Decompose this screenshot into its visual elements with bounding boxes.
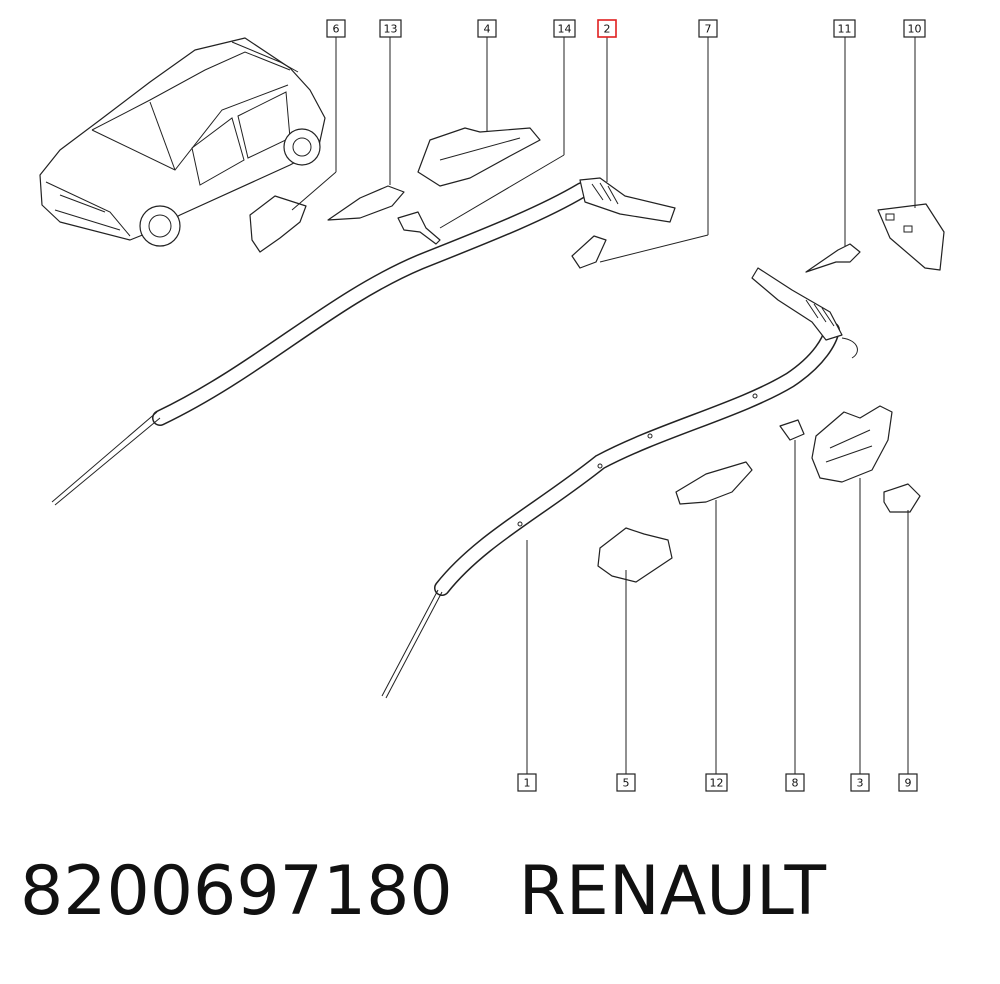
callout-6[interactable]: 6 xyxy=(326,19,346,38)
callout-9[interactable]: 9 xyxy=(898,773,918,792)
callout-1-label: 1 xyxy=(524,777,531,790)
callout-14-label: 14 xyxy=(558,23,572,36)
brand-name: RENAULT xyxy=(518,852,827,931)
callout-13[interactable]: 13 xyxy=(379,19,402,38)
callout-3-label: 3 xyxy=(857,777,864,790)
cable-upper xyxy=(51,177,676,506)
part-11 xyxy=(805,243,861,273)
part-14 xyxy=(397,211,441,245)
part-6 xyxy=(249,195,307,253)
callout-2-label: 2 xyxy=(604,23,611,36)
part-12 xyxy=(675,461,753,505)
callout-1[interactable]: 1 xyxy=(517,773,537,792)
callout-11-label: 11 xyxy=(838,23,852,36)
car-illustration xyxy=(39,37,326,247)
callout-4[interactable]: 4 xyxy=(477,19,497,38)
part-number: 8200697180 xyxy=(20,852,453,931)
callout-4-label: 4 xyxy=(484,23,491,36)
callout-9-label: 9 xyxy=(905,777,912,790)
callout-13-label: 13 xyxy=(384,23,398,36)
callout-7[interactable]: 7 xyxy=(698,19,718,38)
callout-10[interactable]: 10 xyxy=(903,19,926,38)
callout-7-label: 7 xyxy=(705,23,712,36)
part-13 xyxy=(327,185,405,221)
callout-14[interactable]: 14 xyxy=(553,19,576,38)
callout-5-label: 5 xyxy=(623,777,630,790)
callout-10-label: 10 xyxy=(908,23,922,36)
callout-3[interactable]: 3 xyxy=(850,773,870,792)
callout-11[interactable]: 11 xyxy=(833,19,856,38)
part-7 xyxy=(571,235,607,269)
callout-8-label: 8 xyxy=(792,777,799,790)
callout-5[interactable]: 5 xyxy=(616,773,636,792)
callout-8[interactable]: 8 xyxy=(785,773,805,792)
callout-12-label: 12 xyxy=(710,777,724,790)
callout-6-label: 6 xyxy=(333,23,340,36)
callout-2-highlighted[interactable]: 2 xyxy=(597,19,617,38)
part-4 xyxy=(417,127,541,187)
part-5 xyxy=(597,527,673,583)
part-9 xyxy=(883,483,921,513)
callout-12[interactable]: 12 xyxy=(705,773,728,792)
cable-lower xyxy=(381,267,858,699)
leader-lines xyxy=(291,37,916,774)
part-8 xyxy=(779,419,805,441)
part-3 xyxy=(811,405,893,483)
